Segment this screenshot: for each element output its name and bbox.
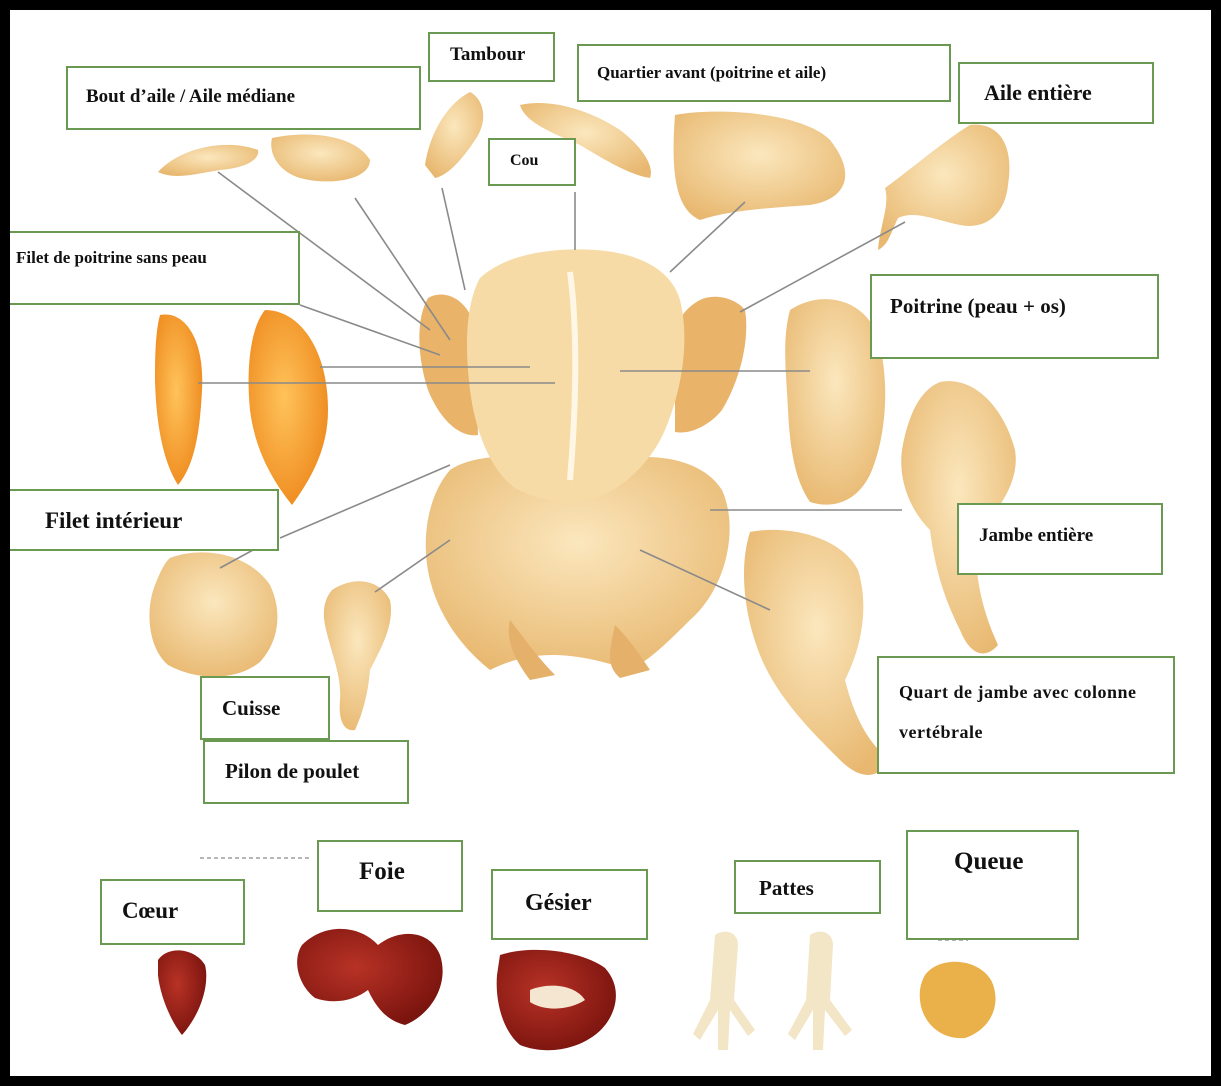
- label-coeur: Cœur: [100, 879, 245, 945]
- label-pilon: Pilon de poulet: [203, 740, 409, 804]
- wing-tip-piece: [158, 145, 258, 176]
- label-bout-aile: Bout d’aile / Aile médiane: [66, 66, 421, 130]
- inner-fillet-piece: [149, 552, 277, 676]
- label-pattes: Pattes: [734, 860, 881, 914]
- label-gesier: Gésier: [491, 869, 648, 940]
- label-filet-interieur: Filet intérieur: [8, 489, 279, 551]
- label-tambour: Tambour: [428, 32, 555, 82]
- liver-piece: [297, 929, 442, 1025]
- label-cou: Cou: [488, 138, 576, 186]
- leg-quarter-backbone-piece: [744, 530, 890, 775]
- tail-piece: [920, 962, 996, 1038]
- label-poitrine: Poitrine (peau + os): [870, 274, 1159, 359]
- skinless-fillet-right: [249, 310, 328, 505]
- feet-piece: [693, 932, 852, 1050]
- front-quarter-piece: [674, 112, 846, 220]
- skinless-fillet-left: [155, 314, 202, 485]
- label-filet-poitrine: Filet de poitrine sans peau: [8, 231, 300, 305]
- heart-piece: [158, 950, 206, 1035]
- label-cuisse: Cuisse: [200, 676, 330, 740]
- drumstick-piece: [324, 581, 391, 730]
- label-quart-jambe: Quart de jambe avec colonne vertébrale: [877, 656, 1175, 774]
- label-jambe-entiere: Jambe entière: [957, 503, 1163, 575]
- label-quartier-avant: Quartier avant (poitrine et aile): [577, 44, 951, 102]
- whole-wing-piece: [878, 125, 1009, 250]
- mid-wing-piece: [271, 134, 370, 181]
- label-queue: Queue: [906, 830, 1079, 940]
- label-aile-entiere: Aile entière: [958, 62, 1154, 124]
- drumette-piece: [425, 92, 483, 178]
- whole-chicken: [419, 249, 746, 680]
- label-foie: Foie: [317, 840, 463, 912]
